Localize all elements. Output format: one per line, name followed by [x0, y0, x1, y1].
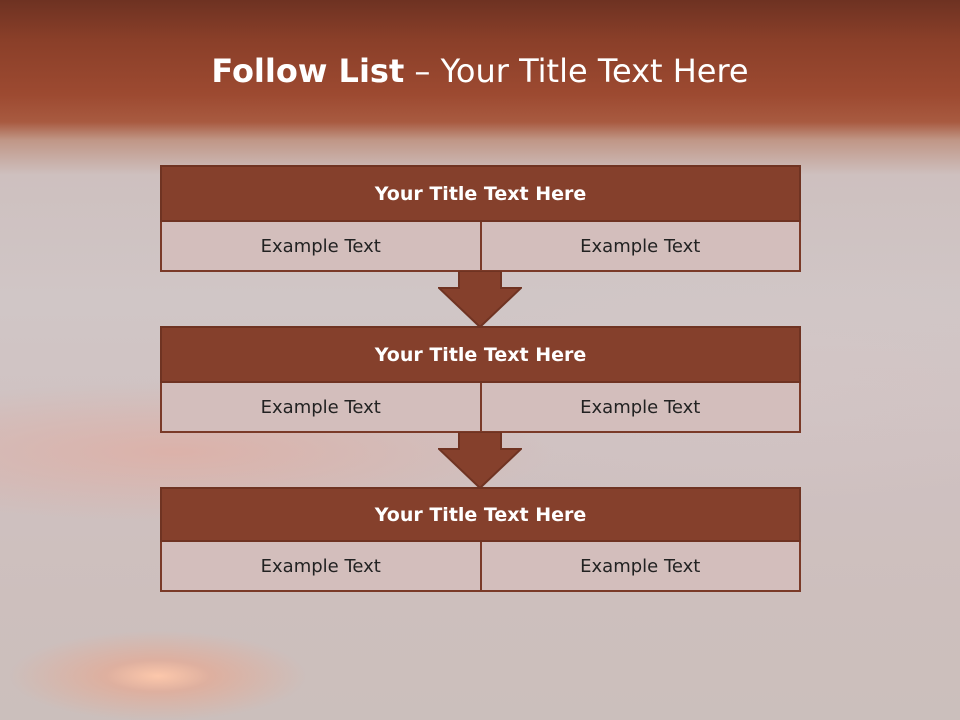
- slide-title: Follow List – Your Title Text Here: [0, 52, 960, 90]
- block-1-title: Your Title Text Here: [160, 165, 801, 222]
- slide-title-rest: – Your Title Text Here: [404, 52, 749, 90]
- block-1-right-cell: Example Text: [481, 222, 801, 272]
- block-2-right-cell: Example Text: [481, 383, 801, 433]
- block-2-row: Example Text Example Text: [160, 383, 801, 433]
- slide-title-bold: Follow List: [211, 52, 405, 90]
- list-block-2: Your Title Text Here Example Text Exampl…: [160, 326, 801, 433]
- block-1-row: Example Text Example Text: [160, 222, 801, 272]
- block-3-right-cell: Example Text: [481, 542, 801, 592]
- down-arrow-icon: [438, 271, 522, 328]
- list-block-1: Your Title Text Here Example Text Exampl…: [160, 165, 801, 272]
- block-2-left-cell: Example Text: [160, 383, 482, 433]
- list-block-3: Your Title Text Here Example Text Exampl…: [160, 487, 801, 592]
- block-2-title: Your Title Text Here: [160, 326, 801, 383]
- block-3-title: Your Title Text Here: [160, 487, 801, 542]
- block-1-left-cell: Example Text: [160, 222, 482, 272]
- down-arrow-icon: [438, 432, 522, 489]
- block-3-row: Example Text Example Text: [160, 542, 801, 592]
- block-3-left-cell: Example Text: [160, 542, 482, 592]
